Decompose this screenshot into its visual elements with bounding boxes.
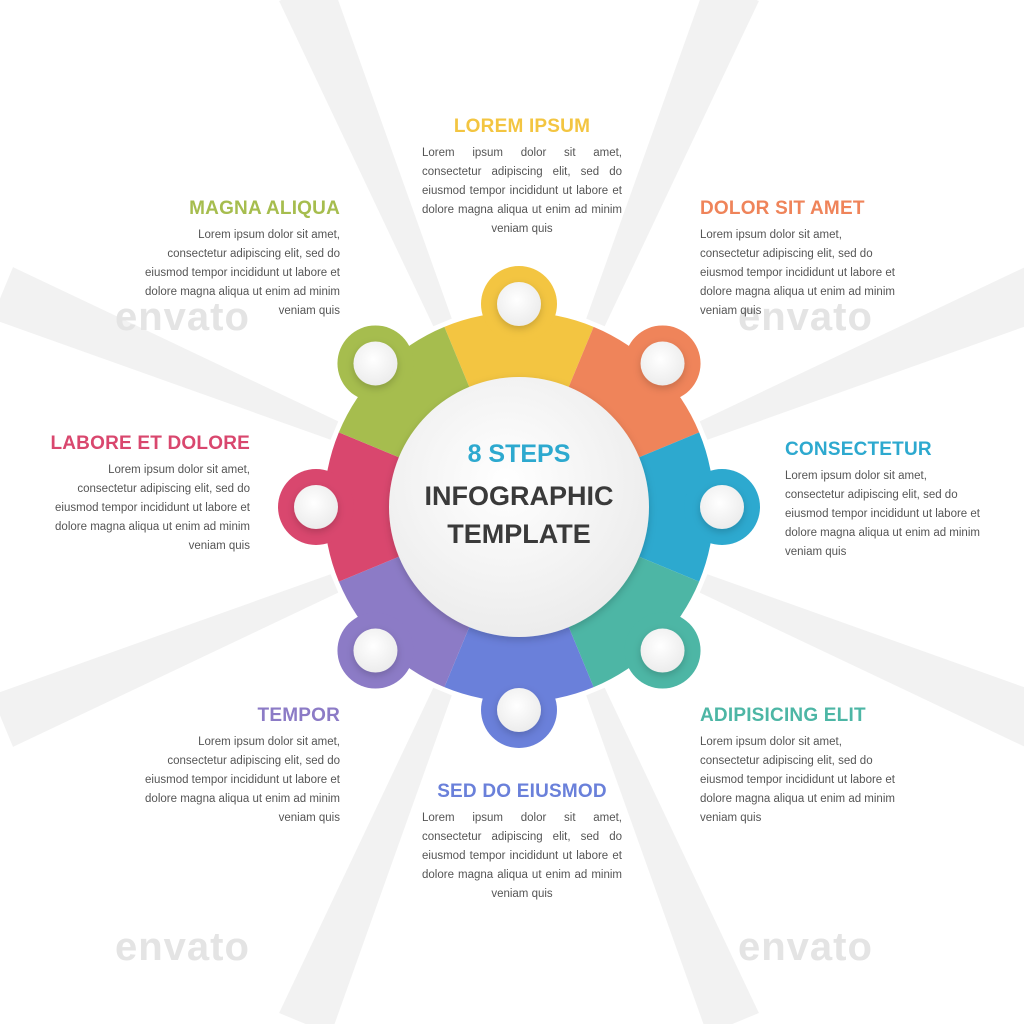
knob-dot [700, 485, 744, 529]
step-6: TEMPOR Lorem ipsum dolor sit amet, conse… [140, 705, 340, 828]
step-title: MAGNA ALIQUA [140, 198, 340, 220]
step-body: Lorem ipsum dolor sit amet, consectetur … [140, 226, 340, 321]
step-segment-1 [444, 266, 593, 396]
step-title: ADIPISICING ELIT [700, 705, 900, 727]
step-7: LABORE ET DOLORE Lorem ipsum dolor sit a… [50, 433, 250, 556]
knob-dot [353, 629, 397, 673]
step-title: LOREM IPSUM [422, 116, 622, 138]
knob-dot [294, 485, 338, 529]
step-2: DOLOR SIT AMET Lorem ipsum dolor sit ame… [700, 198, 900, 321]
center-title-steps: 8 STEPS [389, 440, 649, 469]
watermark-logo: envato [115, 925, 250, 970]
knob-dot [353, 341, 397, 385]
center-title-line2: INFOGRAPHIC [389, 477, 649, 515]
watermark-logo: envato [738, 925, 873, 970]
center-title: 8 STEPS INFOGRAPHIC TEMPLATE [389, 440, 649, 553]
step-5: SED DO EIUSMOD Lorem ipsum dolor sit ame… [422, 781, 622, 904]
step-title: SED DO EIUSMOD [422, 781, 622, 803]
step-body: Lorem ipsum dolor sit amet, consectetur … [700, 226, 900, 321]
step-segment-3 [630, 432, 760, 581]
step-8: MAGNA ALIQUA Lorem ipsum dolor sit amet,… [140, 198, 340, 321]
step-body: Lorem ipsum dolor sit amet, consectetur … [422, 144, 622, 239]
step-body: Lorem ipsum dolor sit amet, consectetur … [785, 467, 985, 562]
step-body: Lorem ipsum dolor sit amet, consectetur … [700, 733, 900, 828]
knob-dot [641, 629, 685, 673]
step-1: LOREM IPSUM Lorem ipsum dolor sit amet, … [422, 116, 622, 239]
center-title-line3: TEMPLATE [389, 515, 649, 553]
knob-dot [641, 341, 685, 385]
knob-dot [497, 282, 541, 326]
step-title: DOLOR SIT AMET [700, 198, 900, 220]
step-segment-5 [444, 618, 593, 748]
step-3: CONSECTETUR Lorem ipsum dolor sit amet, … [785, 439, 985, 562]
step-body: Lorem ipsum dolor sit amet, consectetur … [422, 809, 622, 904]
step-title: CONSECTETUR [785, 439, 985, 461]
step-title: LABORE ET DOLORE [0, 433, 250, 455]
step-body: Lorem ipsum dolor sit amet, consectetur … [50, 461, 250, 556]
step-title: TEMPOR [140, 705, 340, 727]
knob-dot [497, 688, 541, 732]
step-4: ADIPISICING ELIT Lorem ipsum dolor sit a… [700, 705, 900, 828]
step-body: Lorem ipsum dolor sit amet, consectetur … [140, 733, 340, 828]
